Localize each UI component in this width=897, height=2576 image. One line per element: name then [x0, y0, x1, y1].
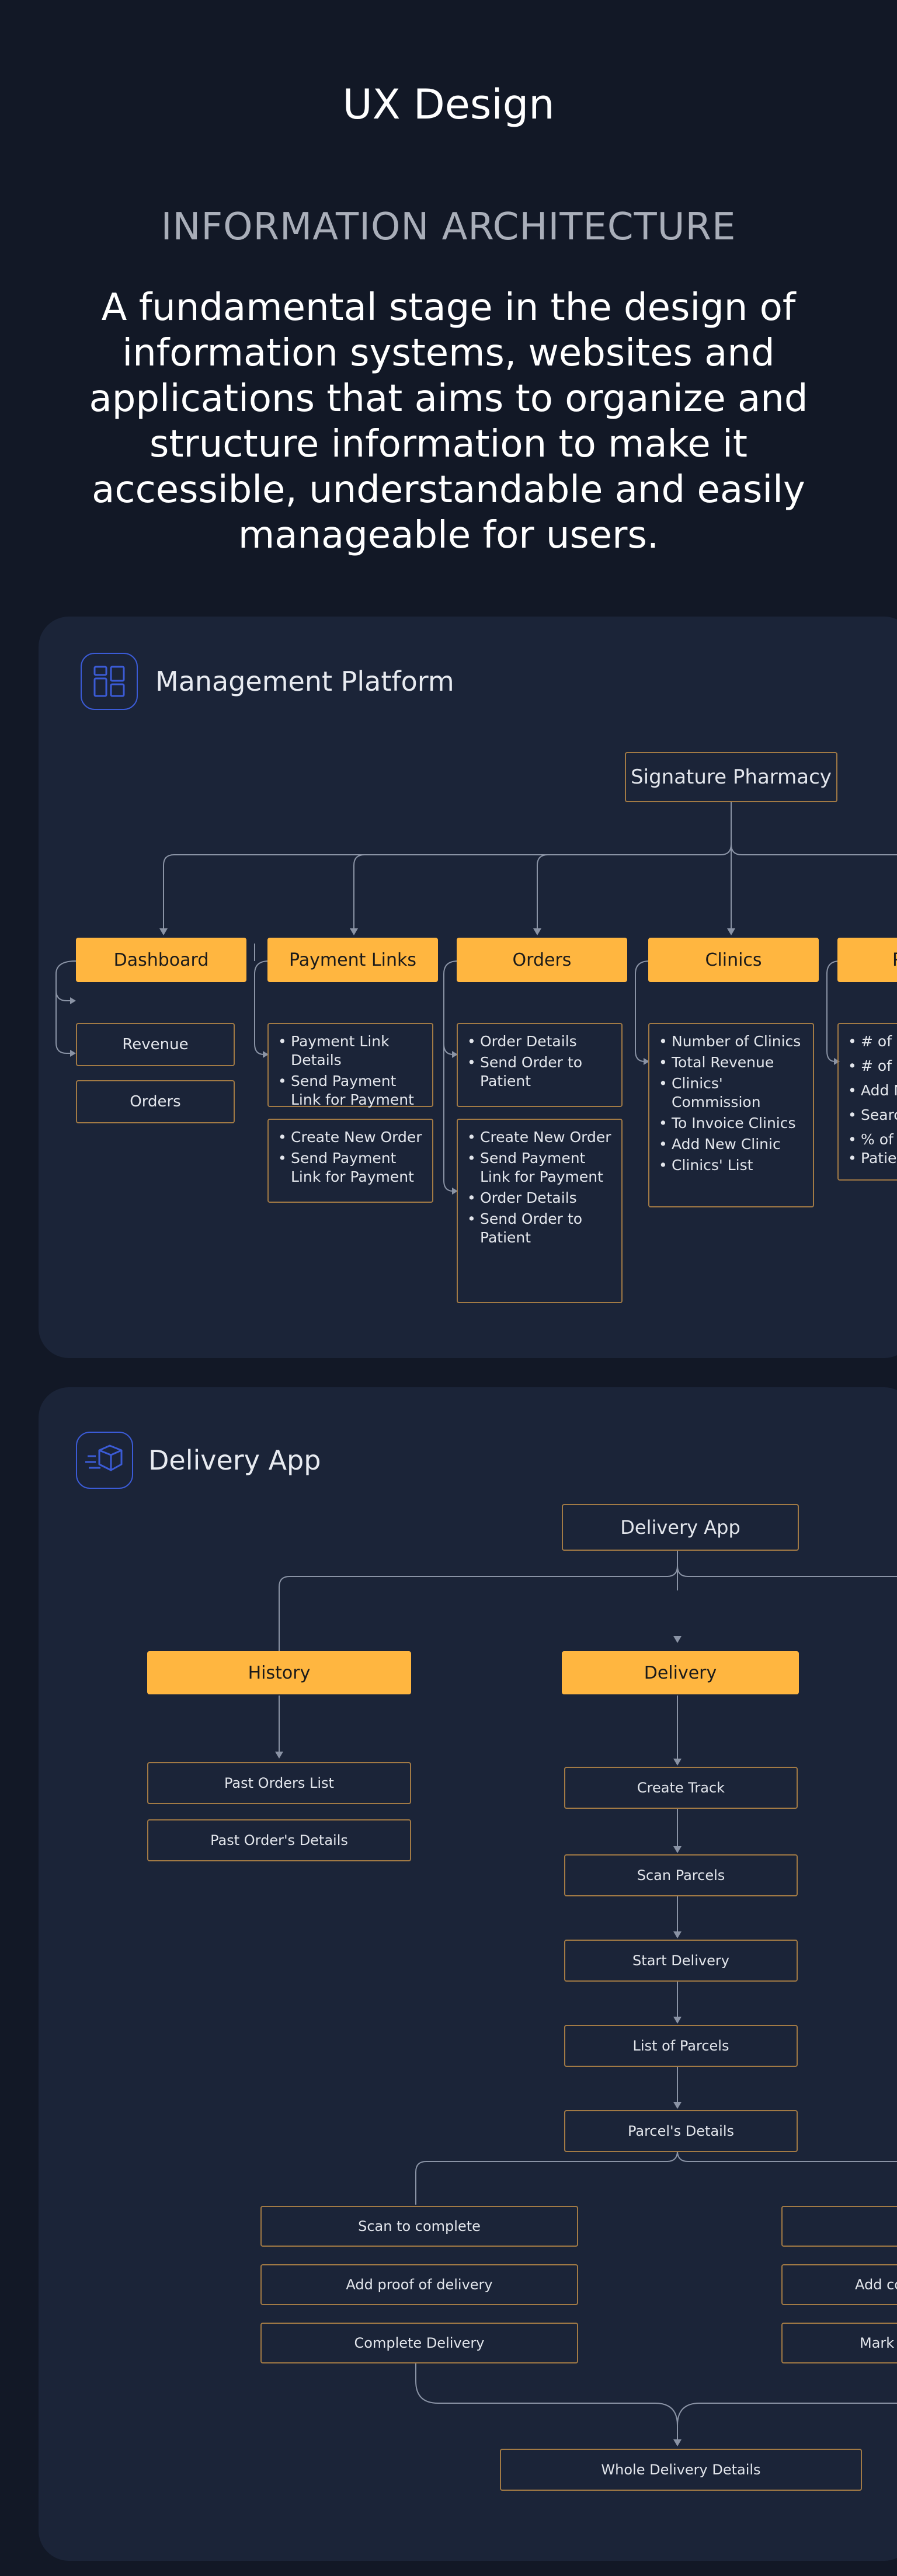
dashboard-node: Dashboard [76, 938, 246, 982]
create-track-node: Create Track [564, 1767, 798, 1809]
delivery-node: Delivery [562, 1651, 799, 1694]
right-branch-label-2: Add co [855, 2276, 897, 2293]
start-delivery-node: Start Delivery [564, 1940, 798, 1982]
list-item: Order Details [466, 1032, 613, 1051]
payment-links-node: Payment Links [267, 938, 438, 982]
list-item: Order Details [466, 1189, 613, 1207]
signature-pharmacy-node: Signature Pharmacy [625, 752, 837, 802]
right-branch-node-3: Mark [781, 2323, 897, 2363]
right-branch-node-1 [781, 2206, 897, 2247]
payment-links-list-1: Payment Link Details Send Payment Link f… [267, 1023, 433, 1109]
orders-list-1: Order Details Send Order to Patient [457, 1023, 623, 1107]
parcels-details-node: Parcel's Details [564, 2110, 798, 2152]
delivery-app-root-node: Delivery App [562, 1504, 799, 1551]
p-list: # of P # of M Add N Searc % of P Patien [837, 1023, 897, 1181]
list-item: Searc [847, 1106, 897, 1125]
list-item: # of P [847, 1032, 897, 1051]
list-item: Clinics' Commission [658, 1074, 805, 1112]
list-item: Send Payment Link for Payment [466, 1149, 613, 1186]
list-item: Payment Link Details [277, 1032, 424, 1070]
delivery-app-panel: Delivery App Delivery App History Delive… [39, 1387, 897, 2561]
revenue-node: Revenue [76, 1023, 235, 1066]
scan-to-complete-node: Scan to complete [260, 2206, 578, 2247]
p-node-label: P [892, 950, 897, 970]
list-item: Send Order to Patient [466, 1053, 613, 1091]
list-item: Send Order to Patient [466, 1210, 613, 1247]
complete-delivery-node: Complete Delivery [260, 2323, 578, 2363]
clinics-node: Clinics [648, 938, 819, 982]
orders-node: Orders [457, 938, 627, 982]
whole-delivery-details-node: Whole Delivery Details [500, 2449, 862, 2491]
management-connectors [55, 801, 897, 1195]
list-item: Number of Clinics [658, 1032, 805, 1051]
past-orders-list-node: Past Orders List [147, 1762, 411, 1804]
list-item: Create New Order [277, 1128, 424, 1147]
management-platform-panel: Management Platform Signature Pharmacy D… [39, 617, 897, 1358]
clinics-list: Number of Clinics Total Revenue Clinics'… [648, 1023, 814, 1207]
list-of-parcels-node: List of Parcels [564, 2025, 798, 2067]
right-branch-node-2: Add co [781, 2264, 897, 2305]
management-platform-title: Management Platform [155, 666, 454, 697]
list-item: % of P [847, 1130, 897, 1149]
right-branch-label-3: Mark [860, 2335, 895, 2351]
list-item: To Invoice Clinics [658, 1114, 805, 1133]
orders-list-2: Create New Order Send Payment Link for P… [457, 1119, 623, 1303]
list-item: Clinics' List [658, 1156, 805, 1175]
p-node: P [837, 938, 897, 982]
delivery-app-title: Delivery App [148, 1444, 321, 1476]
list-item: # of M [847, 1057, 897, 1075]
list-item: Create New Order [466, 1128, 613, 1147]
list-item: Patien [847, 1149, 897, 1168]
section-description: A fundamental stage in the design of inf… [89, 286, 808, 557]
list-item: Add N [847, 1081, 897, 1100]
past-order-details-node: Past Order's Details [147, 1819, 411, 1861]
list-item: Add New Clinic [658, 1135, 805, 1154]
dashboard-orders-node: Orders [76, 1080, 235, 1123]
list-item: Total Revenue [658, 1053, 805, 1072]
scan-parcels-node: Scan Parcels [564, 1854, 798, 1896]
page-title: UX Design [342, 81, 555, 128]
delivery-box-icon [76, 1432, 133, 1489]
section-subtitle: INFORMATION ARCHITECTURE [161, 206, 736, 249]
list-item: Send Payment Link for Payment [277, 1149, 424, 1186]
add-proof-of-delivery-node: Add proof of delivery [260, 2264, 578, 2305]
payment-links-list-2: Create New Order Send Payment Link for P… [267, 1119, 433, 1203]
list-item: Send Payment Link for Payment [277, 1072, 424, 1109]
history-node: History [147, 1651, 411, 1694]
dashboard-icon [81, 653, 138, 710]
